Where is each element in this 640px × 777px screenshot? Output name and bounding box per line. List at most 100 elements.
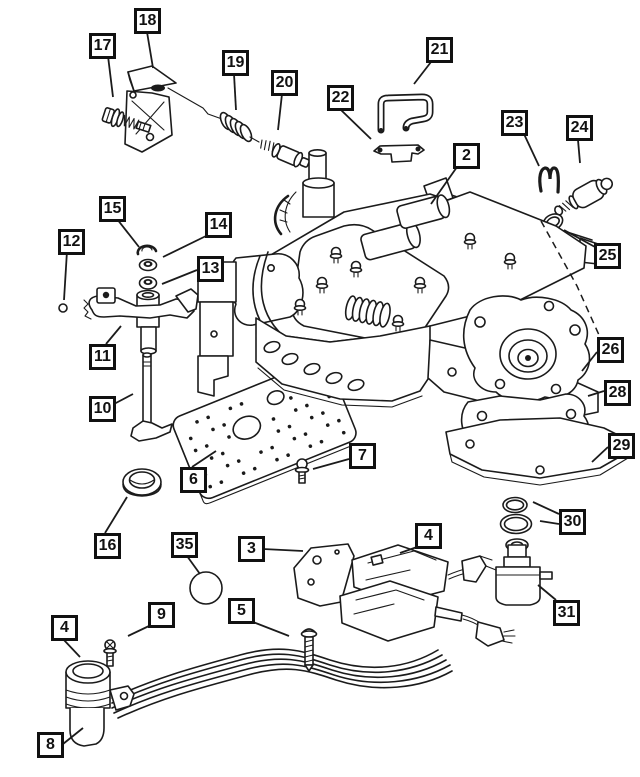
leader-line xyxy=(262,548,304,552)
callout-23[interactable]: 23 xyxy=(501,110,528,136)
plate-hole-dot xyxy=(225,463,230,468)
callout-12[interactable]: 12 xyxy=(58,229,85,255)
throttle-valve-icon xyxy=(260,139,311,168)
leader-line xyxy=(107,55,114,98)
callout-11[interactable]: 11 xyxy=(89,344,116,370)
leader-line xyxy=(577,139,581,164)
callout-18[interactable]: 18 xyxy=(134,8,161,34)
plate-hole-dot xyxy=(341,430,346,435)
callout-9[interactable]: 9 xyxy=(148,602,175,628)
leader-line xyxy=(252,621,290,637)
leader-line xyxy=(312,458,350,470)
plate-hole-dot xyxy=(239,402,244,406)
e-clip-icon xyxy=(136,244,158,256)
callout-10[interactable]: 10 xyxy=(89,396,116,422)
spring-icon xyxy=(219,111,260,143)
plate-hole-dot xyxy=(211,427,215,432)
transfer-plate-icon xyxy=(445,417,629,486)
plate-hole-dot xyxy=(293,408,298,412)
callout-25[interactable]: 25 xyxy=(594,243,621,269)
throttle-rod-icon xyxy=(167,87,223,120)
tube-icon xyxy=(377,93,434,134)
callout-2[interactable]: 2 xyxy=(453,143,480,169)
plate-hole-dot xyxy=(275,457,279,462)
solenoid-bracket-icon xyxy=(293,543,355,607)
callout-13[interactable]: 13 xyxy=(197,256,224,282)
callout-30[interactable]: 30 xyxy=(559,509,586,535)
valve-shaft-icon xyxy=(130,352,173,442)
washer-icon xyxy=(138,258,158,272)
leader-line xyxy=(537,584,557,601)
leader-line xyxy=(340,109,372,140)
governor-body-icon xyxy=(462,295,591,403)
leader-line xyxy=(127,625,150,637)
leader-line xyxy=(399,546,418,554)
plate-hole-dot xyxy=(270,445,274,450)
plate-hole-dot xyxy=(276,429,281,433)
leader-line xyxy=(413,61,432,85)
plate-hole-dot xyxy=(337,418,341,423)
callout-26[interactable]: 26 xyxy=(597,337,624,363)
wiring-harness-icon xyxy=(109,648,453,719)
callout-28[interactable]: 28 xyxy=(604,380,631,406)
callout-17[interactable]: 17 xyxy=(89,33,116,59)
callout-6[interactable]: 6 xyxy=(180,467,207,493)
o-ring-large-icon xyxy=(499,513,533,535)
plate-hole-dot xyxy=(259,450,263,454)
callout-31[interactable]: 31 xyxy=(553,600,580,626)
plate-hole-dot xyxy=(309,415,314,420)
plug-valve-icon xyxy=(554,177,614,216)
leader-line xyxy=(62,638,81,658)
leader-line xyxy=(191,450,217,468)
leader-lines xyxy=(62,31,609,745)
leader-line xyxy=(62,727,84,745)
plate-hole-dot xyxy=(252,466,257,471)
callout-22[interactable]: 22 xyxy=(327,85,354,111)
callout-16[interactable]: 16 xyxy=(94,533,121,559)
leader-line xyxy=(104,496,128,534)
callout-7[interactable]: 7 xyxy=(349,443,376,469)
plate-hole-dot xyxy=(289,396,293,400)
callout-35[interactable]: 35 xyxy=(171,532,198,558)
leader-line xyxy=(233,73,237,111)
solenoid-assembly-icon xyxy=(339,544,516,647)
callout-29[interactable]: 29 xyxy=(608,433,635,459)
callout-19[interactable]: 19 xyxy=(222,50,249,76)
callout-4[interactable]: 4 xyxy=(415,523,442,549)
callout-20[interactable]: 20 xyxy=(271,70,298,96)
leader-line xyxy=(581,351,598,372)
plate-hole-dot xyxy=(287,424,292,429)
callout-21[interactable]: 21 xyxy=(426,37,453,63)
callout-15[interactable]: 15 xyxy=(99,196,126,222)
plate-hole-dot xyxy=(271,417,276,421)
plate-hole-dot xyxy=(292,436,297,441)
plate-hole-dot xyxy=(305,403,309,408)
manual-lever-icon xyxy=(83,287,199,355)
screw-icon-5 xyxy=(300,628,318,672)
o-ring-small-icon xyxy=(502,496,528,514)
plate-hole-dot xyxy=(325,423,330,427)
callout-4-2[interactable]: 4 xyxy=(51,615,78,641)
clamp-bracket-icon xyxy=(373,144,425,163)
callout-3[interactable]: 3 xyxy=(238,536,265,562)
leader-line xyxy=(161,269,198,285)
seal-ring-icon xyxy=(138,276,158,290)
plate-hole-dot xyxy=(206,415,210,420)
callout-8[interactable]: 8 xyxy=(37,732,64,758)
callout-24[interactable]: 24 xyxy=(566,115,593,141)
bolt-icon-9 xyxy=(103,639,117,667)
plate-hole-dot xyxy=(204,444,209,448)
plate-hole-dot xyxy=(236,459,241,463)
plate-hole-dot xyxy=(220,451,225,456)
callout-14[interactable]: 14 xyxy=(205,212,232,238)
callout-5[interactable]: 5 xyxy=(228,598,255,624)
plate-hole-dot xyxy=(308,444,313,448)
plate-hole-dot xyxy=(219,480,224,484)
leader-line xyxy=(532,501,560,515)
bracket-bolt-icon xyxy=(101,107,152,133)
leader-line xyxy=(523,133,540,167)
clip-icon xyxy=(538,166,560,194)
plate-hole-dot xyxy=(209,456,214,460)
